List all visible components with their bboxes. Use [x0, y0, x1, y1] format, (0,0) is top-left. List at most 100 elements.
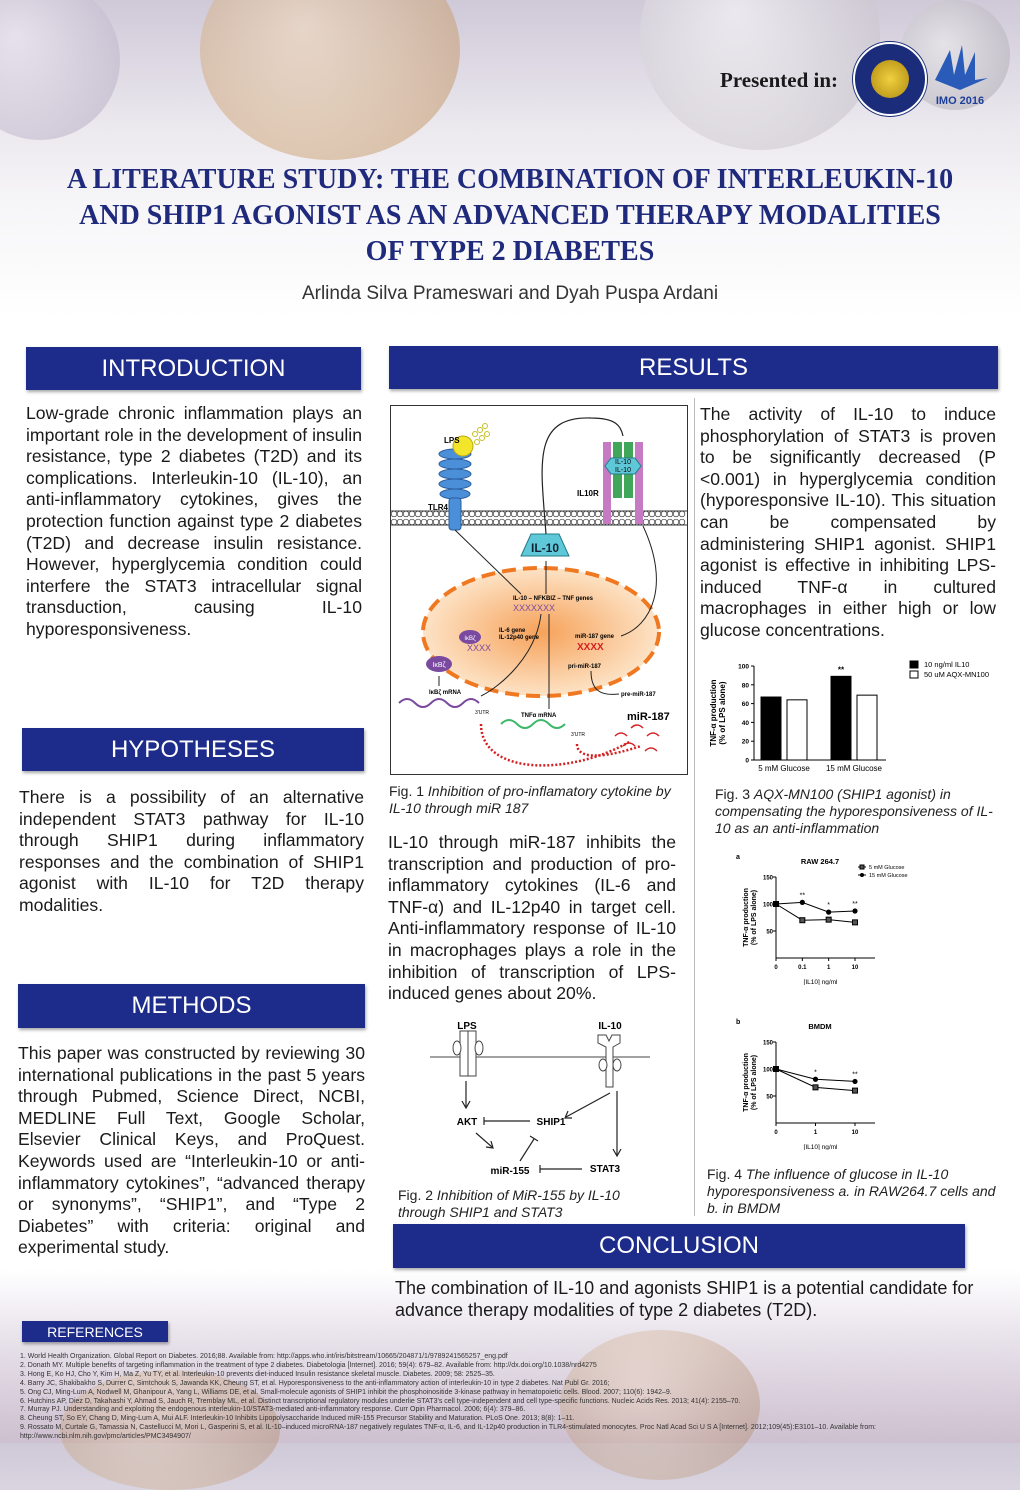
references-heading: REFERENCES — [22, 1321, 168, 1342]
presented-in-label: Presented in: — [720, 68, 839, 92]
bar — [830, 675, 852, 761]
reference-item: 3. Hong E, Ko HJ, Cho Y, Kim H, Ma Z, Yu… — [20, 1370, 495, 1378]
reference-item: 8. Cheung ST, So EY, Chang D, Ming-Lum A… — [20, 1415, 575, 1423]
data-point — [852, 919, 858, 926]
significance-marker: ** — [852, 901, 858, 908]
svg-text:IL-6 gene: IL-6 gene — [499, 628, 526, 634]
significance-marker: * — [814, 1069, 817, 1076]
svg-text:IL-10 – NFKBIZ – TNF genes: IL-10 – NFKBIZ – TNF genes — [513, 596, 594, 602]
authors: Arlinda Silva Prameswari and Dyah Puspa … — [301, 283, 719, 304]
legend-swatch — [909, 660, 919, 669]
university-logo — [853, 42, 927, 116]
svg-text:XXXX: XXXX — [467, 643, 491, 653]
references-list: 1. World Health Organization. Global Rep… — [20, 1353, 1010, 1442]
reference-item: 2. Donath MY. Multiple benefits of targe… — [20, 1361, 597, 1369]
svg-text:IL-10: IL-10 — [598, 1021, 622, 1032]
legend-label: 5 mM Glucose — [869, 865, 904, 871]
y-tick-label: 100 — [738, 664, 749, 671]
y-tick-label: 100 — [763, 1068, 774, 1074]
conclusion-body: The combination of IL-10 and agonists SH… — [395, 1278, 974, 1320]
y-tick-label: 150 — [763, 1041, 774, 1047]
results-heading: RESULTS — [389, 346, 998, 389]
reference-item: 9. Rossato M, Curtale G, Tamassia N, Cas… — [20, 1424, 877, 1441]
y-tick-label: 150 — [763, 876, 774, 882]
results-column-divider — [694, 398, 695, 1216]
data-point — [852, 1087, 858, 1094]
x-tick-label: 10 — [852, 1130, 859, 1136]
svg-text:LPS: LPS — [444, 436, 460, 445]
svg-text:XXXXXXX: XXXXXXX — [513, 603, 555, 613]
svg-text:STAT3: STAT3 — [590, 1164, 621, 1175]
legend-marker — [860, 873, 864, 877]
svg-text:miR-187: miR-187 — [627, 711, 670, 723]
poster-title-line-1: A LITERATURE STUDY: THE COMBINATION OF I… — [0, 162, 1020, 198]
reference-item: 6. Hutchins AP, Diez D, Takahashi Y, Ahm… — [20, 1397, 741, 1405]
methods-heading: METHODS — [18, 984, 365, 1028]
figure-1-diagram: LPS TLR4 IL-10 IL-10 IL10R IL-10 IL-10 –… — [390, 405, 688, 775]
data-point — [799, 899, 805, 905]
y-tick-label: 20 — [742, 739, 750, 746]
x-tick-label: 1 — [814, 1130, 818, 1136]
x-tick-label: 10 — [852, 965, 859, 971]
figure-1-caption: Fig. 1 Inhibition of pro-inflamatory cyt… — [389, 783, 671, 816]
bar — [786, 699, 808, 761]
introduction-body: Low-grade chronic inflammation plays an … — [26, 403, 362, 639]
y-tick-label: 0 — [745, 758, 749, 765]
title-text: OF TYPE 2 DIABETES — [365, 236, 655, 267]
series-line — [775, 901, 856, 913]
results-right-text: The activity of IL-10 to induce phosphor… — [700, 404, 996, 640]
svg-text:3'UTR: 3'UTR — [571, 732, 585, 738]
significance-marker: ** — [800, 892, 806, 899]
data-point — [773, 1066, 779, 1072]
svg-text:TLR4: TLR4 — [428, 503, 449, 512]
bar — [856, 694, 878, 761]
legend-swatch — [909, 670, 919, 679]
svg-text:IκBζ: IκBζ — [464, 636, 476, 642]
methods-body: This paper was constructed by reviewing … — [18, 1043, 365, 1258]
svg-text:pri-miR-187: pri-miR-187 — [568, 664, 602, 670]
svg-text:IL-10: IL-10 — [615, 459, 631, 466]
svg-text:miR-155: miR-155 — [491, 1166, 530, 1177]
panel-label: a — [736, 854, 740, 861]
svg-text:SHIP1: SHIP1 — [537, 1117, 566, 1128]
significance-marker: ** — [838, 665, 845, 674]
legend-marker — [859, 864, 865, 870]
svg-text:miR-187 gene: miR-187 gene — [575, 634, 615, 640]
background-molecule — [0, 0, 120, 140]
svg-text:IκBζ mRNA: IκBζ mRNA — [429, 690, 462, 696]
chart-title: BMDM — [808, 1022, 831, 1031]
data-point — [852, 1078, 858, 1085]
x-axis-label: [IL10] ng/ml — [804, 1144, 839, 1150]
y-axis-label: TNF-α production(% of LPS alone) — [743, 1053, 758, 1112]
data-point — [773, 901, 779, 907]
svg-text:IL10R: IL10R — [577, 489, 599, 498]
introduction-heading: INTRODUCTION — [26, 347, 361, 390]
poster-title-line-2: AND SHIP1 AGONIST AS AN ADVANCED THERAPY… — [0, 198, 1020, 234]
hypotheses-heading: HYPOTHESES — [22, 728, 364, 771]
panel-label: b — [736, 1019, 740, 1026]
svg-text:AKT: AKT — [457, 1117, 478, 1128]
y-tick-label: 50 — [766, 930, 773, 936]
chart-title: RAW 264.7 — [801, 857, 839, 866]
data-point — [799, 917, 806, 924]
title-text: A LITERATURE STUDY: THE COMBINATION OF I… — [66, 164, 954, 195]
x-tick-label: 5 mM Glucose — [758, 764, 810, 773]
imo-2016-logo: IMO 2016 — [930, 40, 990, 108]
data-point — [852, 908, 858, 914]
y-axis-label: TNF-α production(% of LPS alone) — [709, 679, 727, 746]
svg-text:LPS: LPS — [457, 1021, 477, 1032]
reference-item: 5. Ong CJ, Ming-Lum A, Nodwell M, Ghanip… — [20, 1388, 672, 1396]
conclusion-heading: CONCLUSION — [393, 1224, 965, 1268]
hypotheses-body: There is a possibility of an alternative… — [19, 787, 364, 915]
svg-text:IL-10: IL-10 — [615, 467, 631, 474]
x-tick-label: 1 — [827, 965, 831, 971]
legend-label: 50 uM AQX-MN100 — [924, 670, 989, 679]
svg-text:IMO 2016: IMO 2016 — [936, 95, 984, 107]
reference-item: 7. Murray PJ. Understanding and exploiti… — [20, 1406, 526, 1414]
legend-label: 15 mM Glucose — [869, 873, 908, 879]
series-line — [775, 903, 856, 923]
data-point — [826, 909, 832, 915]
svg-text:IκBζ: IκBζ — [432, 662, 445, 669]
